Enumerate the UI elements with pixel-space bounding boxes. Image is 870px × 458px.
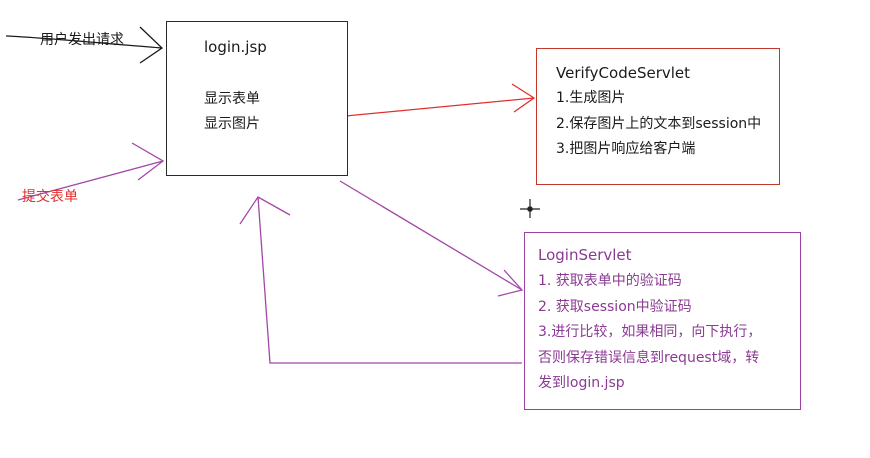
verify-servlet-step-3: 3.把图片响应给客户端 xyxy=(556,141,696,157)
login-servlet-step-3: 3.进行比较，如果相同，向下执行， xyxy=(538,324,762,340)
verify-servlet-step-2: 2.保存图片上的文本到session中 xyxy=(556,116,762,132)
submit-form-label: 提交表单 xyxy=(22,189,78,205)
login-servlet-box: LoginServlet 1. 获取表单中的验证码 2. 获取session中验… xyxy=(524,232,801,410)
forward-back-arrow xyxy=(239,196,522,364)
submit-form-arrow xyxy=(17,142,165,201)
verify-servlet-title: VerifyCodeServlet xyxy=(556,64,691,82)
login-servlet-title: LoginServlet xyxy=(538,246,632,264)
login-servlet-step-1: 1. 获取表单中的验证码 xyxy=(538,273,682,289)
loginservlet-request-arrow xyxy=(339,180,524,297)
login-jsp-line-2: 显示图片 xyxy=(204,116,260,132)
cursor-crosshair-icon xyxy=(520,199,540,218)
user-request-arrow xyxy=(5,26,164,64)
login-jsp-box: login.jsp 显示表单 显示图片 xyxy=(166,21,348,176)
login-jsp-line-1: 显示表单 xyxy=(204,91,260,107)
verify-code-servlet-box: VerifyCodeServlet 1.生成图片 2.保存图片上的文本到sess… xyxy=(536,48,780,185)
verify-servlet-step-1: 1.生成图片 xyxy=(556,90,626,106)
login-jsp-title: login.jsp xyxy=(204,38,267,56)
login-servlet-step-3-cont: 否则保存错误信息到request域，转 xyxy=(538,350,760,366)
user-request-label: 用户发出请求 xyxy=(40,32,124,48)
login-servlet-step-3-cont-2: 发到login.jsp xyxy=(538,375,625,391)
login-servlet-step-2: 2. 获取session中验证码 xyxy=(538,299,692,315)
